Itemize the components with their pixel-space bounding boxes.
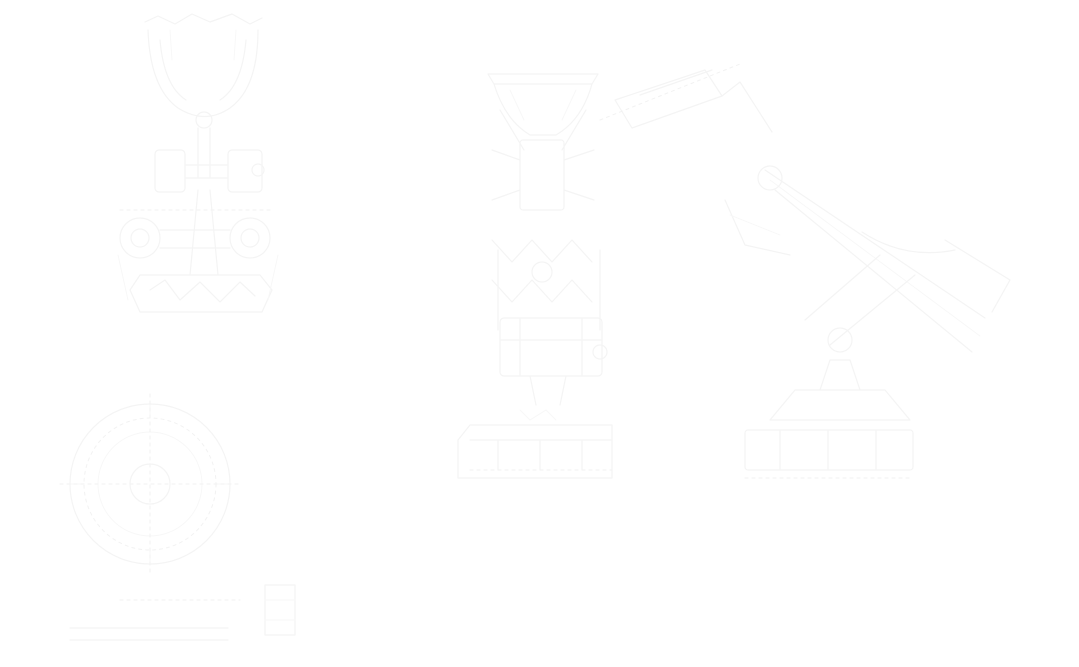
- cup-valve-column: [458, 74, 612, 478]
- base-plate-block: [70, 585, 295, 640]
- flange-disc: [60, 394, 240, 574]
- angle-valve-assembly: [118, 14, 278, 312]
- inclined-pipe-fitting: [600, 64, 1010, 478]
